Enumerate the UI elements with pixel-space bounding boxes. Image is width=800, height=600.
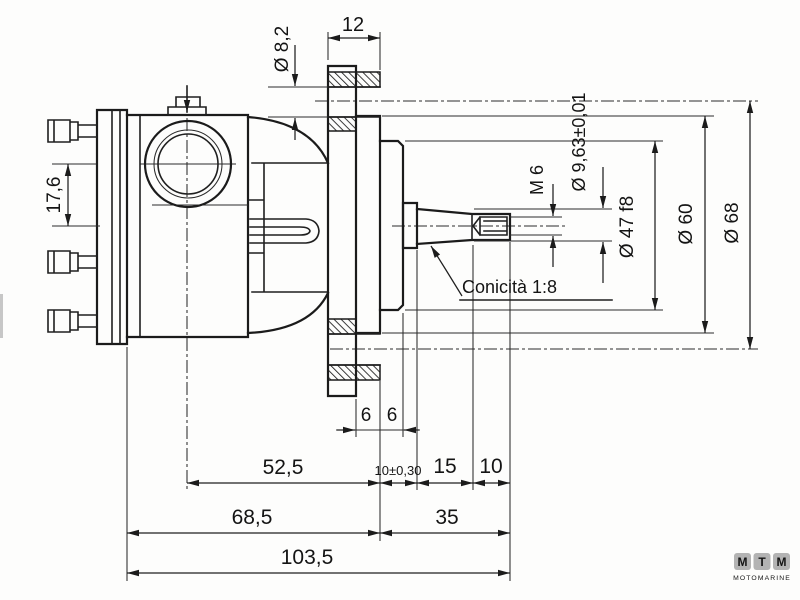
casting-transition-curves: [246, 115, 330, 335]
dim-label-10-030: 10±0,30: [375, 463, 422, 478]
flange-boss-outline: [354, 114, 382, 335]
dim-label-35: 35: [435, 506, 458, 529]
dim-chain-upper: 52,5 10±0,30 15 10: [187, 455, 510, 487]
logo-letter-2: T: [758, 555, 766, 569]
cover-bolt-top: [47, 119, 98, 143]
dim-overall-length: 103,5: [127, 546, 510, 577]
taper-callout: Conicità 1:8: [430, 245, 613, 301]
top-fitting: [167, 96, 207, 116]
dim-boss-depth: 12: [328, 14, 380, 42]
dim-port-offset: 17,6: [44, 164, 72, 226]
dim-label-52-5: 52,5: [263, 456, 304, 479]
centerlines: [140, 85, 758, 490]
dim-label-17-6: 17,6: [44, 177, 65, 214]
dim-pilot-diameter: Ø 47 f8: [617, 141, 659, 310]
dim-label-8-2: Ø 8,2: [272, 26, 293, 72]
dim-bolt-circle: Ø 68: [722, 101, 754, 349]
dim-label-12: 12: [342, 14, 364, 36]
logo-tile-3: [773, 553, 790, 570]
cover-bolts: [47, 119, 98, 333]
bottom-boss-hatch-lower: [327, 364, 381, 381]
taper-leader-line: [430, 245, 463, 297]
taper-note-label: Conicità 1:8: [462, 277, 557, 297]
logo-subtitle: MOTOMARINE: [733, 575, 791, 582]
port-bore-circle: [157, 133, 219, 195]
dim-flange-steps: 6 6: [336, 405, 420, 434]
dim-label-103-5: 103,5: [281, 546, 334, 569]
dim-label-10: 10: [479, 455, 502, 478]
thread-bore-m6: [471, 215, 508, 237]
dim-label-m6: M 6: [527, 165, 547, 195]
logo-letter-1: M: [738, 555, 748, 569]
dim-label-6b: 6: [387, 405, 398, 426]
mtm-logo: M T M MOTOMARINE: [733, 553, 791, 582]
port-outer-circle: [143, 119, 233, 209]
dim-label-68-5: 68,5: [232, 506, 273, 529]
logo-tile-1: [734, 553, 751, 570]
dim-label-6a: 6: [361, 405, 372, 426]
top-boss-hatch-lower: [327, 116, 357, 132]
top-fitting-outline: [167, 96, 207, 116]
top-boss-hatch-upper: [327, 71, 381, 88]
dim-label-68: Ø 68: [722, 202, 743, 243]
extension-lines-right: [382, 115, 714, 334]
bottom-boss-hatch-upper: [327, 318, 357, 335]
extension-lines: [52, 32, 714, 581]
dim-thread-size: M 6: [527, 165, 557, 267]
dim-label-60: Ø 60: [676, 203, 697, 244]
logo-tile-2: [753, 553, 771, 570]
flange-plate-outline: [326, 64, 358, 398]
dim-chain-middle: 68,5 35: [127, 506, 510, 537]
mounting-flange: [326, 64, 405, 398]
weep-slot-fork: [249, 218, 320, 244]
dim-label-9-63: Ø 9,63±0,01: [569, 93, 589, 192]
extension-lines-left: [52, 163, 100, 227]
dim-boss-diameter: Ø 60: [676, 116, 709, 333]
cover-bolt-middle: [47, 250, 98, 274]
cover-bolt-bottom: [47, 309, 98, 333]
extension-lines-bottom: [126, 242, 511, 581]
scan-artifact: [0, 294, 3, 338]
dim-hole-diameter: Ø 8,2: [272, 26, 299, 140]
inlet-port: [143, 119, 233, 209]
shaft-shoulder: [401, 201, 419, 250]
cover-plate-inner-lines: [111, 109, 141, 345]
dim-label-47: Ø 47 f8: [617, 196, 638, 258]
dim-taper-diameter: Ø 9,63±0,01: [569, 93, 607, 283]
port-seat-circle: [153, 129, 223, 199]
logo-letter-3: M: [777, 555, 787, 569]
pump-body: [95, 108, 330, 346]
extension-lines-top: [268, 32, 381, 118]
shaft: [401, 201, 512, 250]
dim-label-15: 15: [433, 455, 456, 478]
